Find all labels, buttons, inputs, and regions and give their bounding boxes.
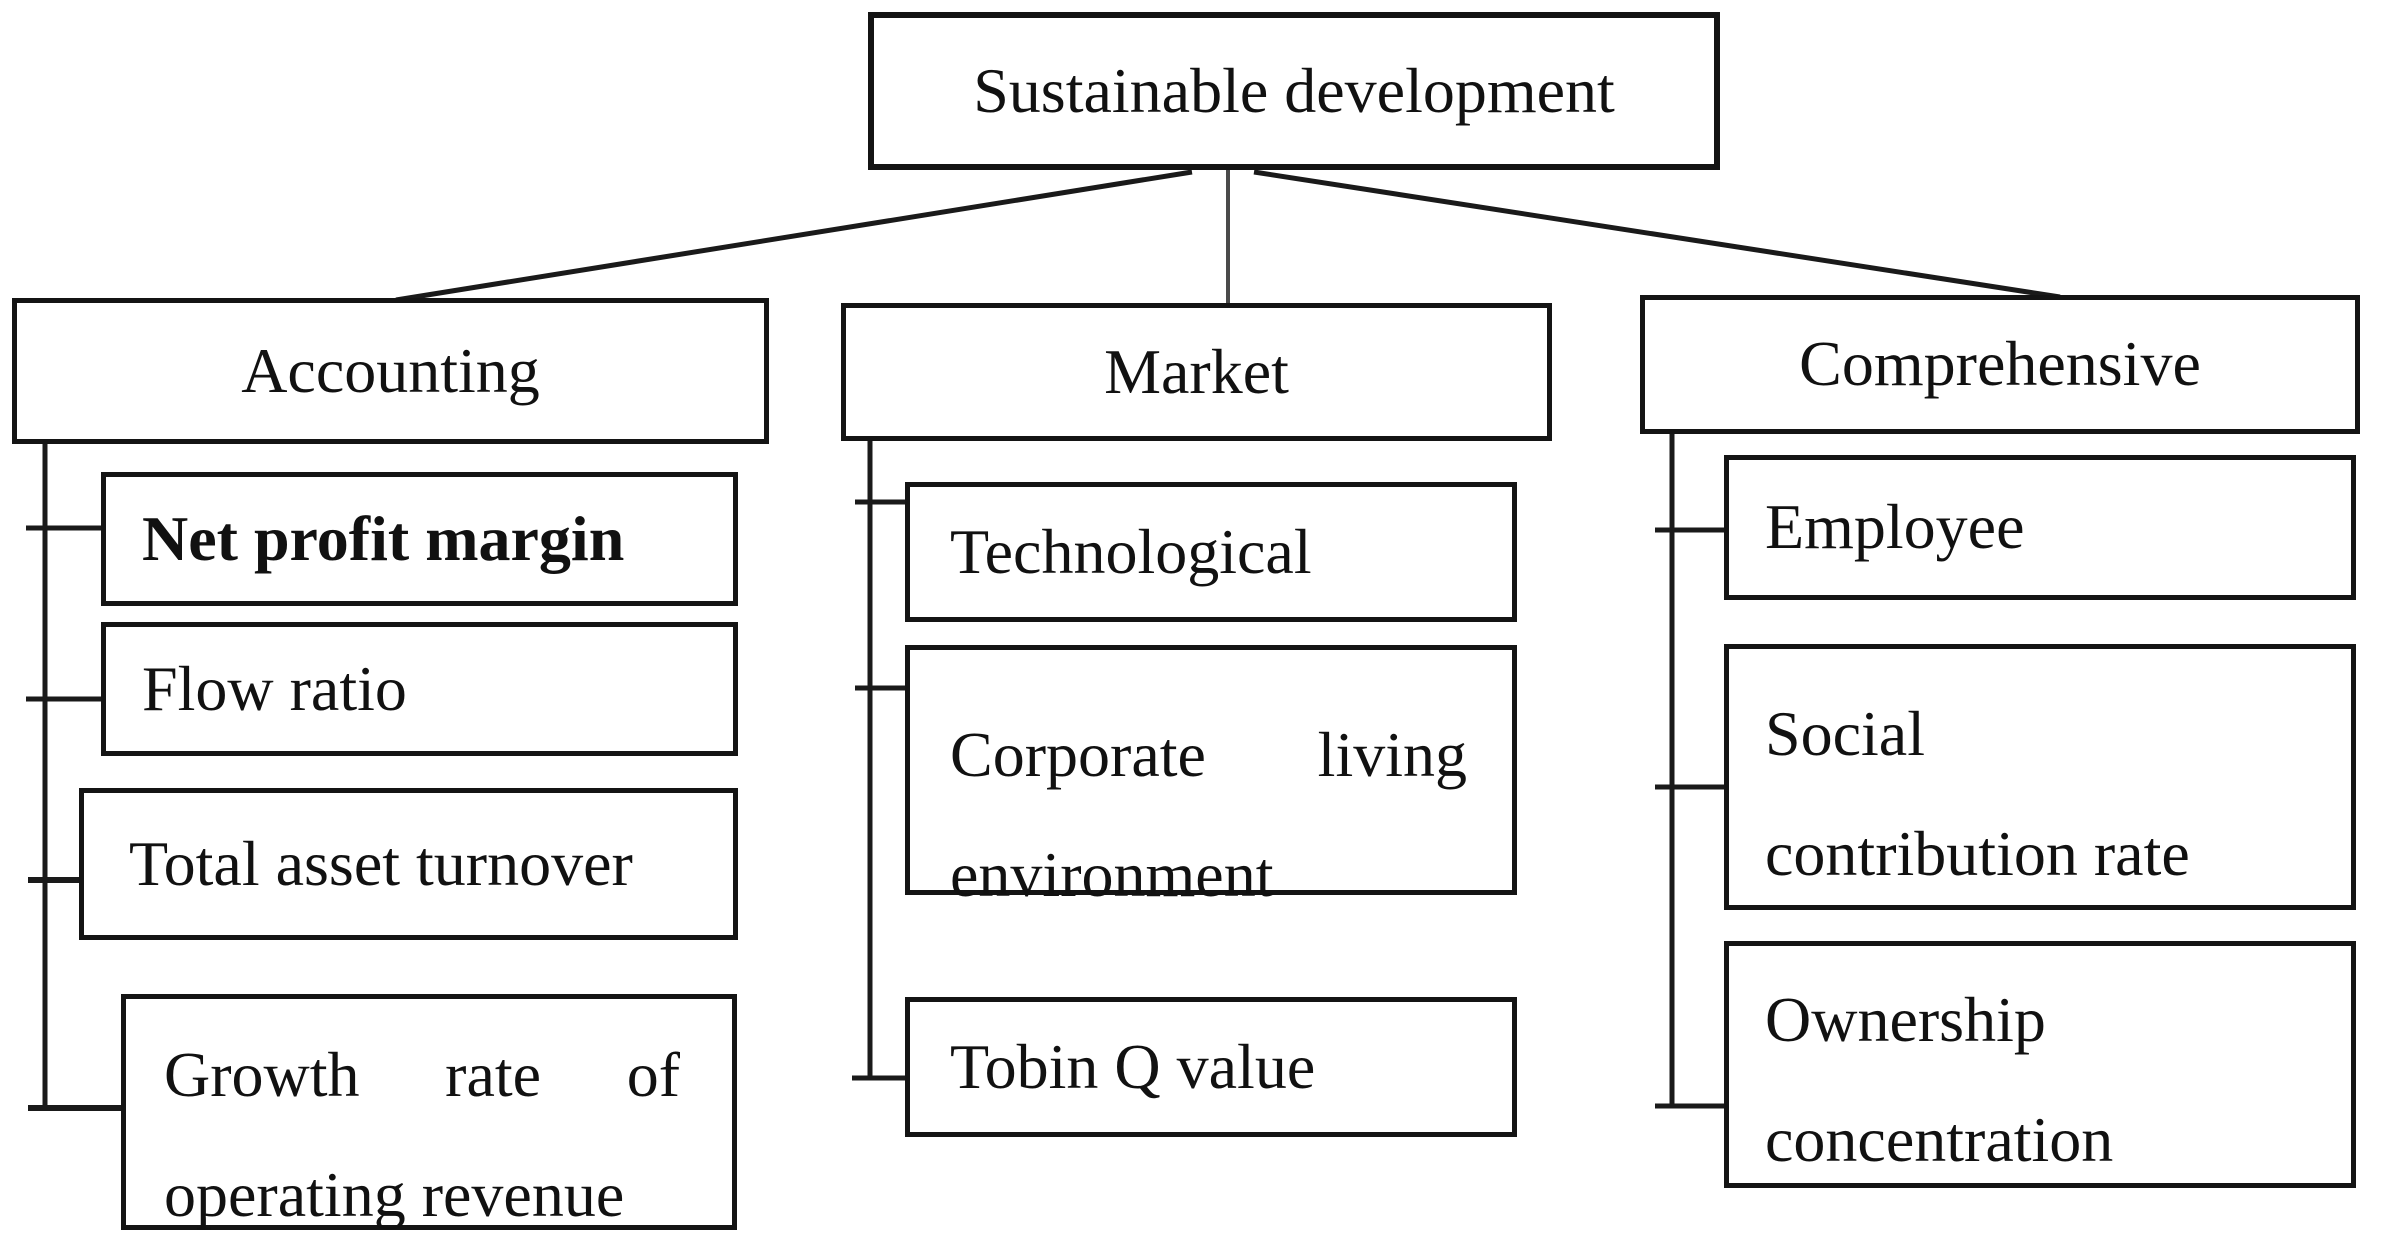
- social-contribution-line1: Social: [1765, 698, 1925, 769]
- flow-ratio-label: Flow ratio: [142, 652, 407, 724]
- corporate-living-line2: environment: [950, 839, 1274, 910]
- total-asset-turnover-label: Total asset turnover: [129, 827, 633, 899]
- ownership-concentration-box: Ownership concentration: [1724, 941, 2356, 1188]
- accounting-box: Accounting: [12, 298, 769, 444]
- root-label: Sustainable development: [973, 54, 1615, 126]
- connector-root-to-accounting: [395, 169, 1193, 303]
- growth-rate-box: Growth rate of operating revenue: [121, 994, 737, 1230]
- flow-ratio-box: Flow ratio: [101, 622, 738, 756]
- technological-box: Technological: [905, 482, 1517, 622]
- comprehensive-box: Comprehensive: [1640, 295, 2360, 434]
- corporate-living-box: Corporate living environment: [905, 645, 1517, 910]
- employee-label: Employee: [1765, 491, 2025, 563]
- tobin-q-box: Tobin Q value: [905, 997, 1517, 1137]
- ownership-concentration-line1: Ownership: [1765, 984, 2046, 1055]
- social-contribution-line2: contribution rate: [1765, 818, 2190, 889]
- connector-root-to-comprehensive: [1253, 169, 2061, 300]
- corporate-living-line1: Corporate living: [950, 719, 1467, 790]
- tobin-q-label: Tobin Q value: [950, 1030, 1316, 1102]
- net-profit-margin-label: Net profit margin: [142, 502, 625, 574]
- growth-rate-line1: Growth rate of: [164, 1039, 680, 1110]
- net-profit-margin-box: Net profit margin: [101, 472, 738, 606]
- market-label: Market: [1104, 335, 1289, 407]
- employee-box: Employee: [1724, 455, 2356, 600]
- total-asset-turnover-box: Total asset turnover: [79, 788, 738, 940]
- accounting-label: Accounting: [241, 334, 540, 406]
- technological-label: Technological: [950, 515, 1312, 587]
- market-box: Market: [841, 303, 1552, 441]
- social-contribution-box: Social contribution rate: [1724, 644, 2356, 910]
- comprehensive-label: Comprehensive: [1799, 328, 2201, 400]
- ownership-concentration-line2: concentration: [1765, 1104, 2114, 1175]
- growth-rate-line2: operating revenue: [164, 1159, 625, 1230]
- root-box: Sustainable development: [868, 12, 1720, 170]
